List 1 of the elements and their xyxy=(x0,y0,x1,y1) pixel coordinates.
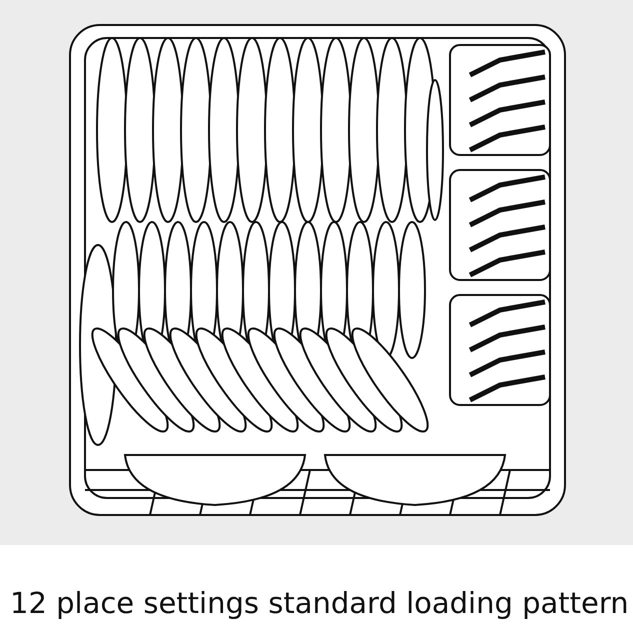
caption: 12 place settings standard loading pattern xyxy=(10,586,629,620)
